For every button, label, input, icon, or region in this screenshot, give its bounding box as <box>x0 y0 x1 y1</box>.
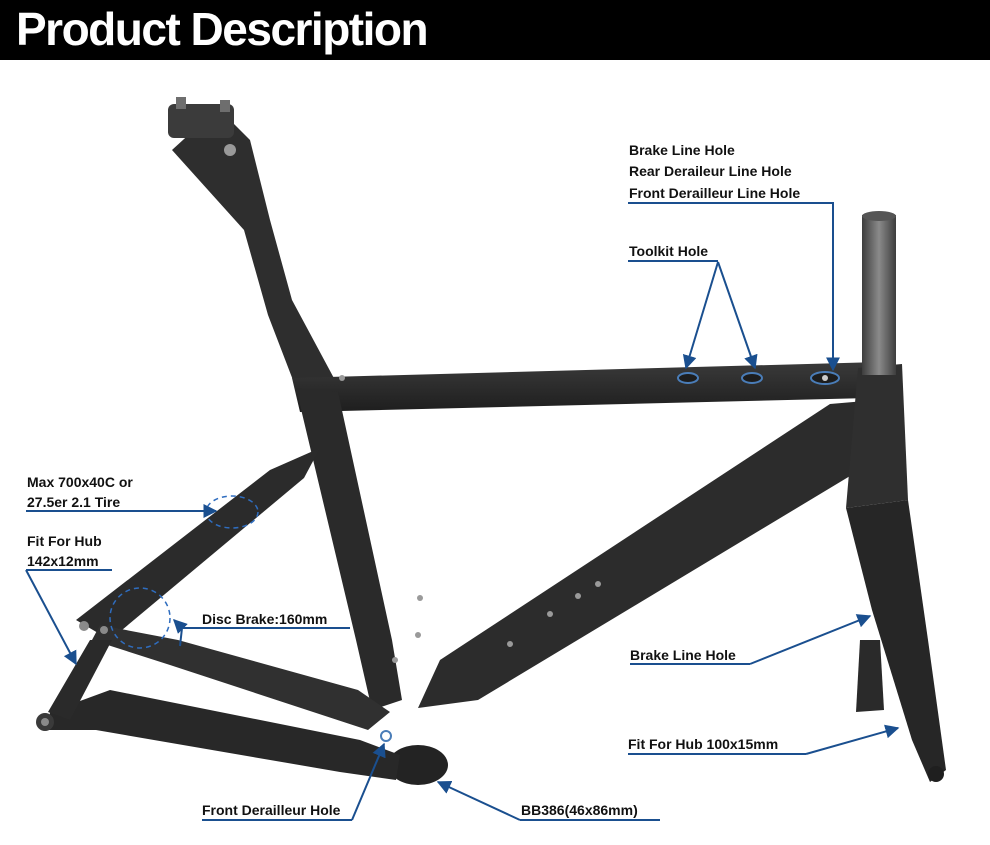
frame <box>36 97 946 785</box>
label-rear-hub-1: Fit For Hub <box>27 533 102 549</box>
rear-dropout <box>36 621 108 731</box>
chainstay-brace <box>48 640 112 720</box>
label-front-derailleur-line-hole: Front Derailleur Line Hole <box>629 185 800 201</box>
disc-brake-highlight <box>109 587 171 649</box>
down-tube <box>418 398 900 708</box>
seat-stay-lower <box>92 625 390 730</box>
callout-labels: Brake Line Hole Rear Deraileur Line Hole… <box>27 142 800 818</box>
label-tire-clearance-2: 27.5er 2.1 Tire <box>27 494 120 510</box>
label-bottom-bracket: BB386(46x86mm) <box>521 802 638 818</box>
label-front-hub: Fit For Hub 100x15mm <box>628 736 778 752</box>
seat-tube <box>296 388 402 710</box>
label-front-derailleur-hole: Front Derailleur Hole <box>202 802 341 818</box>
fork <box>846 500 946 782</box>
label-brake-line-hole-fork: Brake Line Hole <box>630 647 736 663</box>
bottle-bosses <box>339 375 601 663</box>
label-brake-line-hole-top: Brake Line Hole <box>629 142 735 158</box>
label-toolkit-hole: Toolkit Hole <box>629 243 708 259</box>
seat-stay-upper <box>76 448 320 640</box>
page-title: Product Description <box>16 3 429 55</box>
front-derailleur-hole-marker <box>380 730 392 742</box>
label-rear-hub-2: 142x12mm <box>27 553 99 569</box>
callout-lines <box>25 202 900 821</box>
chainstay <box>48 690 400 780</box>
seat-clamp <box>168 97 236 156</box>
seatpost <box>172 108 336 388</box>
label-rear-derailleur-line-hole: Rear Deraileur Line Hole <box>629 163 792 179</box>
label-tire-clearance-1: Max 700x40C or <box>27 474 133 490</box>
label-disc-brake: Disc Brake:160mm <box>202 611 327 627</box>
fork-steerer <box>862 215 896 375</box>
header-bar: Product Description <box>0 0 990 60</box>
top-tube-ports <box>677 371 840 385</box>
head-tube <box>846 364 908 508</box>
bottom-bracket <box>388 745 448 785</box>
top-tube <box>292 362 898 412</box>
